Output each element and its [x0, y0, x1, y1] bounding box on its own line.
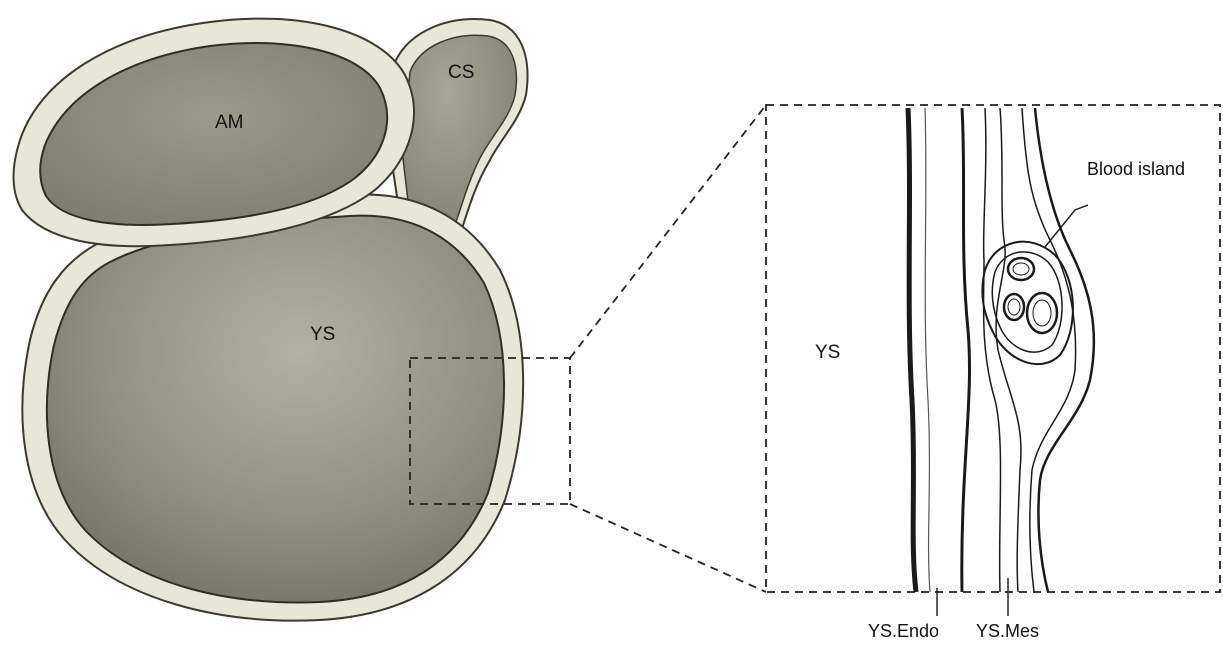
embryo-illustration: AM CS YS — [14, 19, 571, 621]
ys-label-zoom: YS — [815, 342, 840, 363]
zoom-projection-lines — [570, 105, 766, 592]
blood-island-label: Blood island — [1087, 159, 1185, 179]
projection-line-top — [570, 105, 766, 358]
ys-endo-label: YS.Endo — [868, 621, 939, 641]
ys-mes-label: YS.Mes — [976, 621, 1039, 641]
yolk-sac-cavity — [47, 216, 504, 603]
zoom-panel: YS Blood island — [766, 105, 1220, 616]
projection-line-bottom — [570, 504, 766, 592]
am-label: AM — [215, 112, 244, 133]
cs-label: CS — [448, 62, 474, 83]
ys-label-left: YS — [310, 324, 335, 345]
